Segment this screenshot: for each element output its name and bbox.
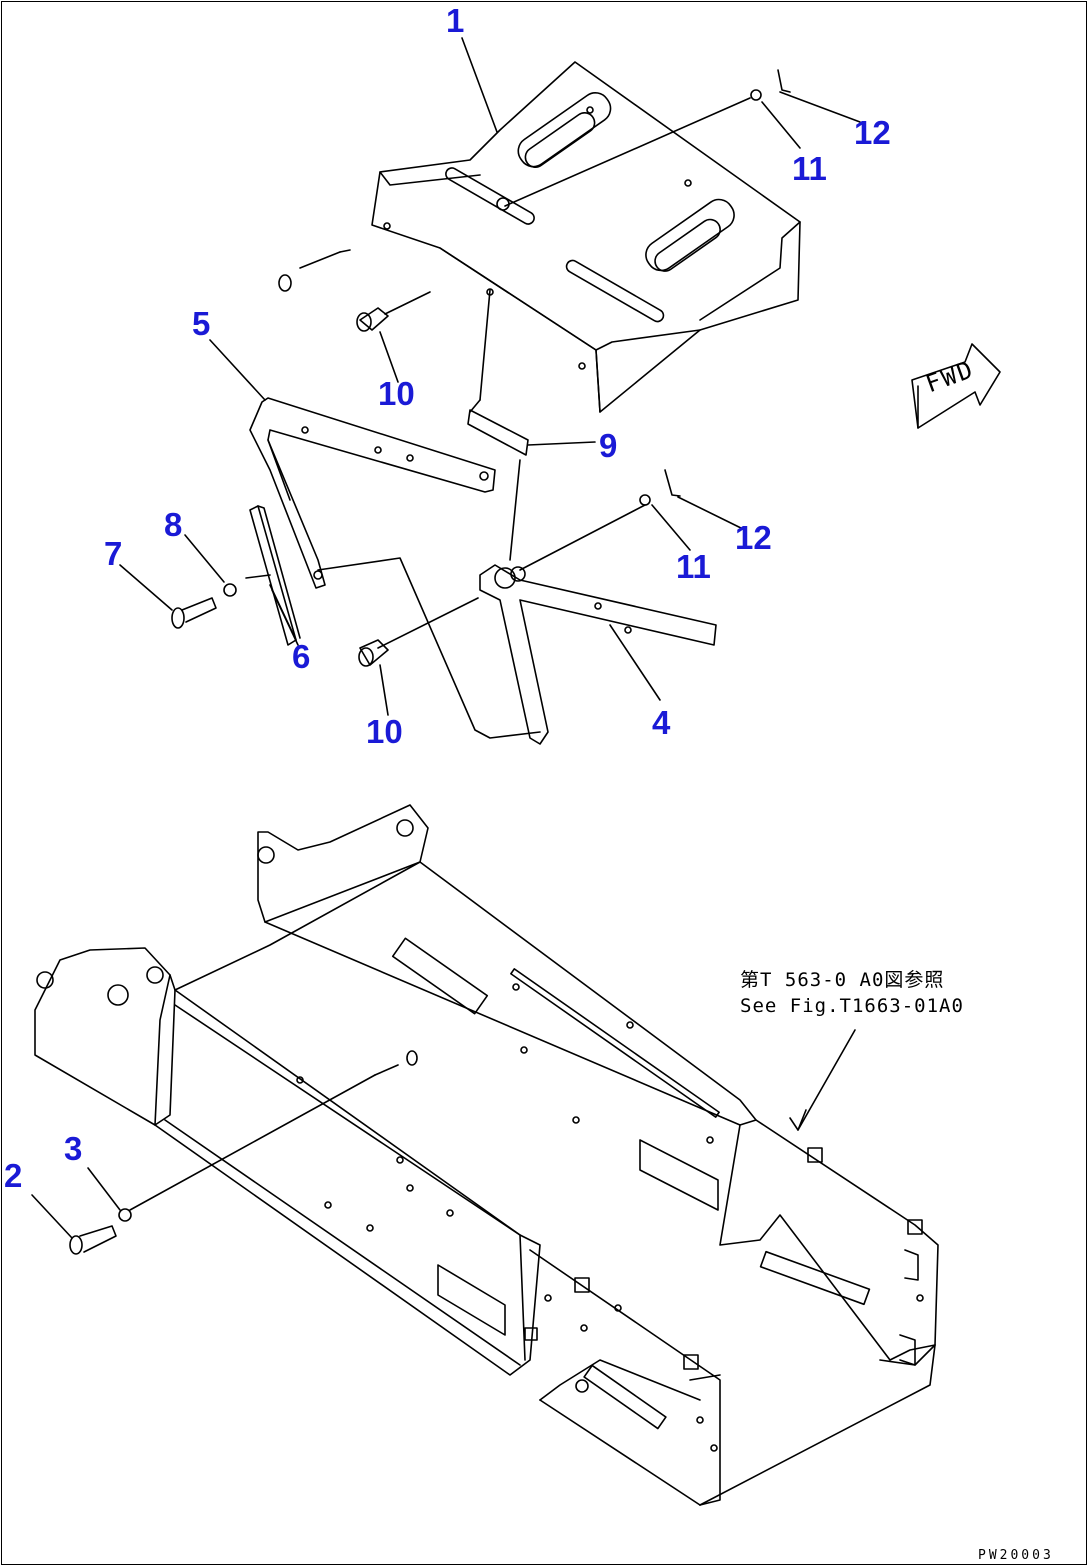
callout-9[interactable]: 9 [599, 427, 618, 464]
callout-4[interactable]: 4 [652, 704, 671, 741]
reference-note-en: See Fig.T1663-01A0 [740, 995, 964, 1017]
callout-11[interactable]: 11 [792, 150, 827, 187]
callout-3[interactable]: 3 [64, 1130, 83, 1167]
callout-8[interactable]: 8 [164, 506, 183, 543]
main-frame [31, 804, 939, 1506]
callout-12b[interactable]: 12 [735, 519, 772, 556]
callout-1[interactable]: 1 [446, 2, 465, 39]
reference-note-ja: 第T 563-0 A0図参照 [740, 969, 945, 991]
strip-9 [467, 409, 596, 561]
plate-6 [245, 505, 541, 739]
callout-12[interactable]: 12 [854, 114, 891, 151]
hardware-7-8 [119, 534, 299, 646]
frame-4 [358, 469, 746, 745]
bracket-5 [209, 339, 496, 589]
callout-2[interactable]: 2 [4, 1157, 23, 1194]
callout-7[interactable]: 7 [104, 535, 123, 572]
callout-10b[interactable]: 10 [366, 713, 403, 750]
callout-10[interactable]: 10 [378, 375, 415, 412]
callout-5[interactable]: 5 [192, 305, 211, 342]
step-plate-part [371, 37, 801, 413]
hardware-upper [278, 69, 861, 383]
callout-6[interactable]: 6 [292, 638, 311, 675]
fwd-arrow-icon [911, 343, 1001, 429]
drawing-code: PW20003 [978, 1548, 1054, 1563]
callout-11b[interactable]: 11 [676, 548, 711, 585]
